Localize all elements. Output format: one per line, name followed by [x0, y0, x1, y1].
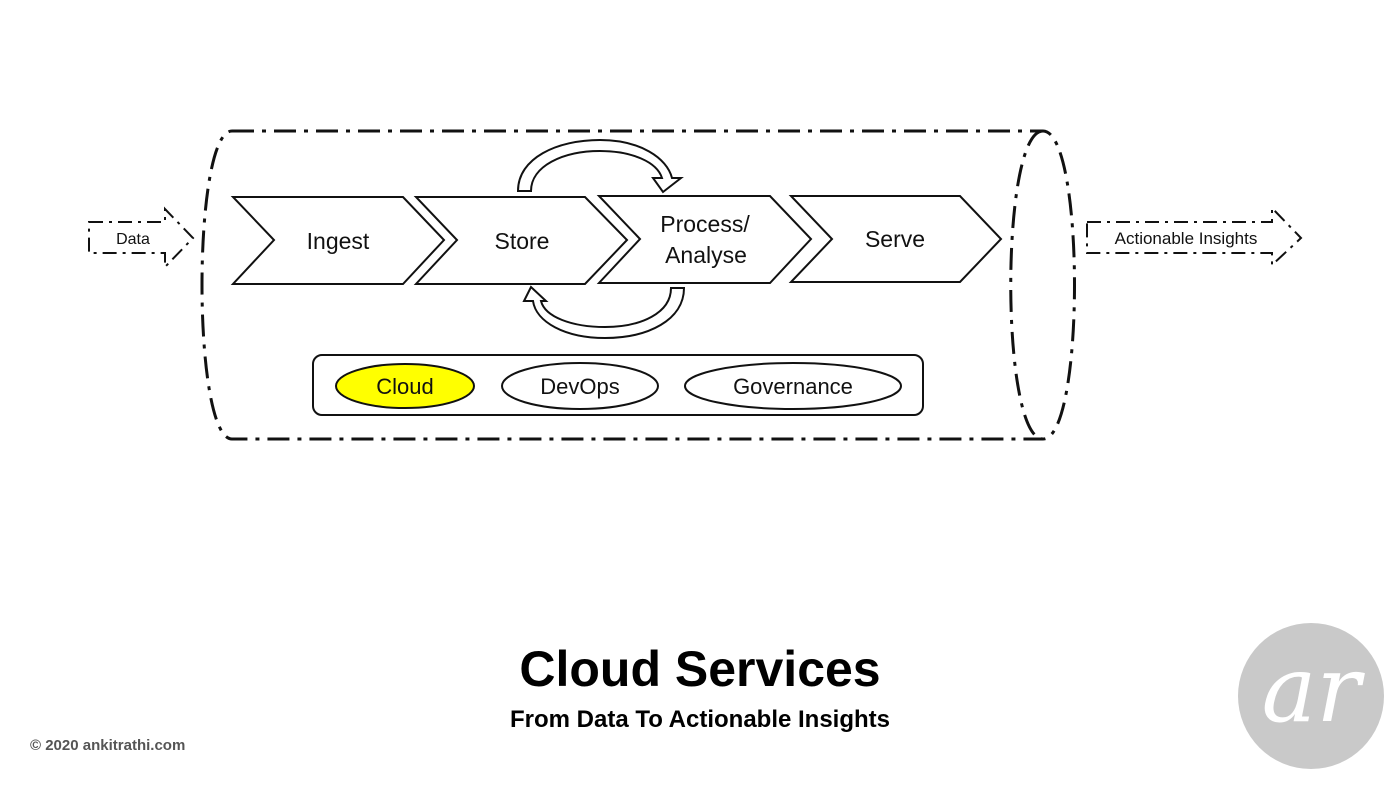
foundation-governance-label: Governance: [733, 374, 853, 399]
foundation-cloud-label: Cloud: [376, 374, 433, 399]
brand-logo: ar: [1238, 623, 1384, 769]
stage-process-label-line2: Analyse: [665, 242, 747, 268]
stage-serve: [788, 195, 1003, 283]
input-arrow: [88, 206, 195, 270]
svg-text:ar: ar: [1262, 636, 1366, 743]
stage-store: [413, 196, 629, 285]
pipeline-diagram: Data Actionable Insights Ingest Store Pr…: [88, 129, 1303, 441]
foundation-devops-label: DevOps: [540, 374, 619, 399]
stage-ingest-label: Ingest: [307, 228, 370, 254]
foundation-cloud-pill: [335, 363, 475, 409]
output-arrow-label: Actionable Insights: [1115, 229, 1258, 248]
output-arrow: [1086, 205, 1303, 268]
stage-process-analyse: [596, 195, 813, 284]
foundation-devops-pill: [501, 362, 659, 410]
cycle-arrow-store-to-process: [516, 138, 684, 194]
pipeline-cylinder-front-rim: [1009, 129, 1044, 441]
cycle-arrow-process-to-store: [522, 285, 686, 340]
foundation-governance-pill: [684, 362, 902, 410]
stage-ingest: [230, 196, 446, 285]
page-title: Cloud Services: [519, 641, 881, 697]
stage-store-label: Store: [495, 228, 550, 254]
copyright-notice: © 2020 ankitrathi.com: [30, 737, 186, 754]
input-arrow-label: Data: [116, 231, 150, 248]
brand-logo-mark: ar: [1262, 636, 1366, 743]
page-subtitle: From Data To Actionable Insights: [509, 706, 891, 733]
stage-process-label-line1: Process/: [660, 211, 750, 237]
stage-serve-label: Serve: [865, 226, 925, 252]
